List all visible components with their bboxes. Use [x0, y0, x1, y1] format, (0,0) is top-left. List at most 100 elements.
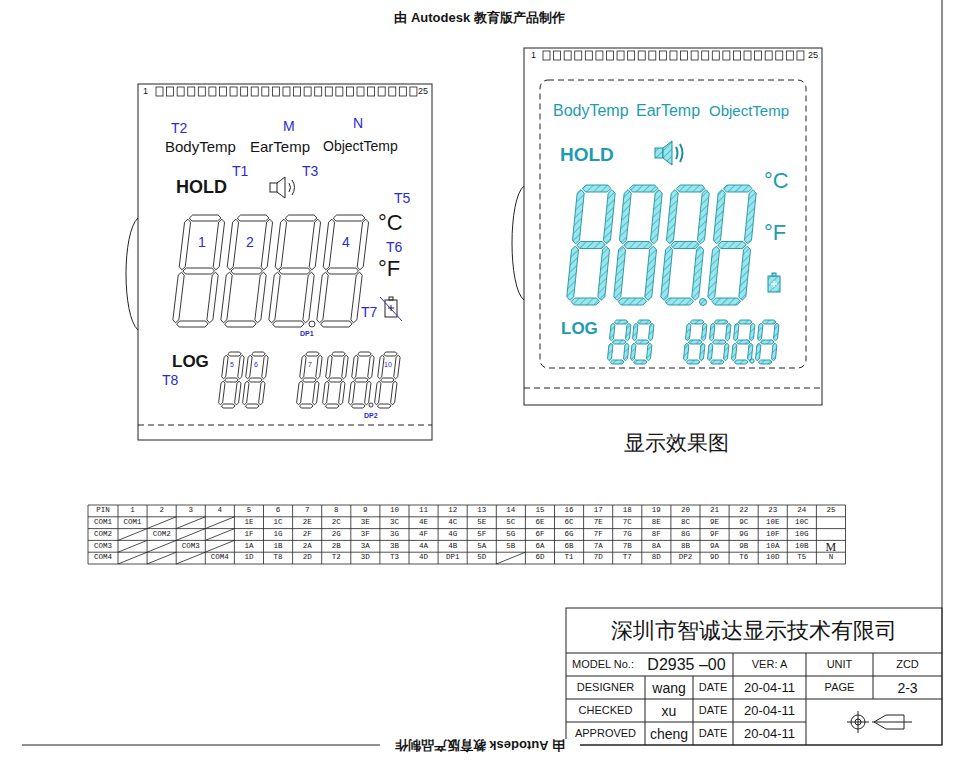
title-block-text: DATE: [693, 699, 733, 722]
table-rule: [292, 505, 293, 564]
pin-table-cell: 7C: [613, 517, 642, 529]
segment: [189, 215, 221, 221]
pin-table-cell: 18: [613, 505, 642, 517]
pin: [283, 87, 290, 96]
pin: [251, 87, 258, 96]
segment: [734, 323, 739, 341]
table-rule: [700, 505, 701, 564]
segment: [649, 323, 654, 341]
pin-table-cell: 3D: [351, 552, 380, 564]
table-rule: [641, 505, 642, 564]
table-rule: [350, 505, 351, 564]
pin-table-cell: 9B: [729, 540, 758, 552]
segment: [712, 298, 741, 305]
pin-table-cell: T6: [729, 552, 758, 564]
segment: [243, 381, 249, 405]
segment: [608, 343, 613, 361]
table-rule: [205, 505, 206, 564]
table-rule: [147, 517, 176, 529]
seven-segment-digit: [708, 320, 731, 364]
callout-label: N: [353, 116, 363, 130]
segment: [306, 352, 320, 356]
table-rule: [205, 529, 234, 541]
segment: [222, 355, 228, 379]
pin-table-cell: 3C: [380, 517, 409, 529]
segment: [299, 404, 313, 408]
segment: [332, 352, 346, 356]
pin-table-cell: 6C: [555, 517, 584, 529]
table-rule: [88, 505, 89, 564]
table-rule: [176, 552, 205, 564]
pin-table-cell: 7G: [613, 529, 642, 541]
pin: [543, 51, 550, 60]
table-rule: [88, 505, 846, 506]
segment: [610, 360, 624, 364]
pin: [596, 51, 603, 60]
pin-table-cell: 7D: [584, 552, 613, 564]
decimal-point: [700, 299, 707, 306]
pin-table-cell: 8: [322, 505, 351, 517]
title-block-text: 20-04-11: [733, 722, 806, 745]
pin-table-cell: T3: [380, 552, 409, 564]
seven-segment-digit: [173, 215, 225, 327]
pin-table-cell: 9E: [700, 517, 729, 529]
segment: [273, 321, 305, 327]
table-rule: [176, 505, 177, 564]
segment: [736, 340, 750, 344]
callout-label: T2: [171, 121, 187, 135]
pin-table-cell: 3F: [351, 529, 380, 541]
pin-table-cell: 19: [642, 505, 671, 517]
title-block-text: 深圳市智诚达显示技术有限司: [566, 608, 942, 653]
table-rule: [147, 505, 148, 564]
segment-text: ObjectTemp: [323, 139, 398, 153]
digit-number: 5: [230, 361, 234, 368]
watermark: 由 Autodesk 教育版产品制作: [380, 739, 580, 753]
decimal-point: [750, 359, 754, 363]
seven-segment-digit: [297, 352, 322, 408]
table-rule: [88, 528, 846, 529]
title-block-text: 2-3: [873, 676, 942, 699]
pin-table-cell: 4E: [409, 517, 438, 529]
segment: [710, 323, 715, 341]
caption-text: 显示效果图: [624, 432, 729, 453]
pin-table-cell: 8E: [642, 517, 671, 529]
callout-slash: [380, 297, 402, 321]
seven-segment-digit: [219, 352, 244, 408]
pin: [712, 51, 719, 60]
segment: [333, 215, 365, 221]
pin: [744, 51, 751, 60]
pin-number: 25: [418, 87, 428, 96]
segment: [325, 404, 339, 408]
pin: [304, 87, 311, 96]
title-block-text: wang: [645, 676, 693, 699]
segment: [173, 272, 184, 323]
segment: [633, 323, 638, 341]
segment: [702, 323, 707, 341]
segment: [225, 321, 257, 327]
pin-strip: [156, 87, 417, 96]
table-rule: [409, 505, 410, 564]
pin-table-cell: 8F: [642, 529, 671, 541]
title-block-text: VER: A: [733, 653, 806, 676]
segment: [713, 190, 725, 244]
seven-segment-digit: [756, 320, 779, 364]
table-rule: [88, 540, 846, 541]
segment: [394, 355, 400, 379]
segment: [255, 272, 266, 323]
pin: [357, 87, 364, 96]
title-block-text: 20-04-11: [733, 676, 806, 699]
segment: [245, 404, 259, 408]
table-rule: [787, 505, 788, 564]
segment: [774, 323, 779, 341]
title-block-text: DATE: [693, 676, 733, 699]
table-rule: [379, 505, 380, 564]
table-rule: [176, 517, 205, 529]
pin: [755, 51, 762, 60]
pin: [776, 51, 783, 60]
segment: [762, 320, 776, 324]
table-rule: [234, 505, 235, 564]
pin-table-cell: 12: [438, 505, 467, 517]
seven-segment-digit: [608, 320, 631, 364]
pin: [346, 87, 353, 96]
